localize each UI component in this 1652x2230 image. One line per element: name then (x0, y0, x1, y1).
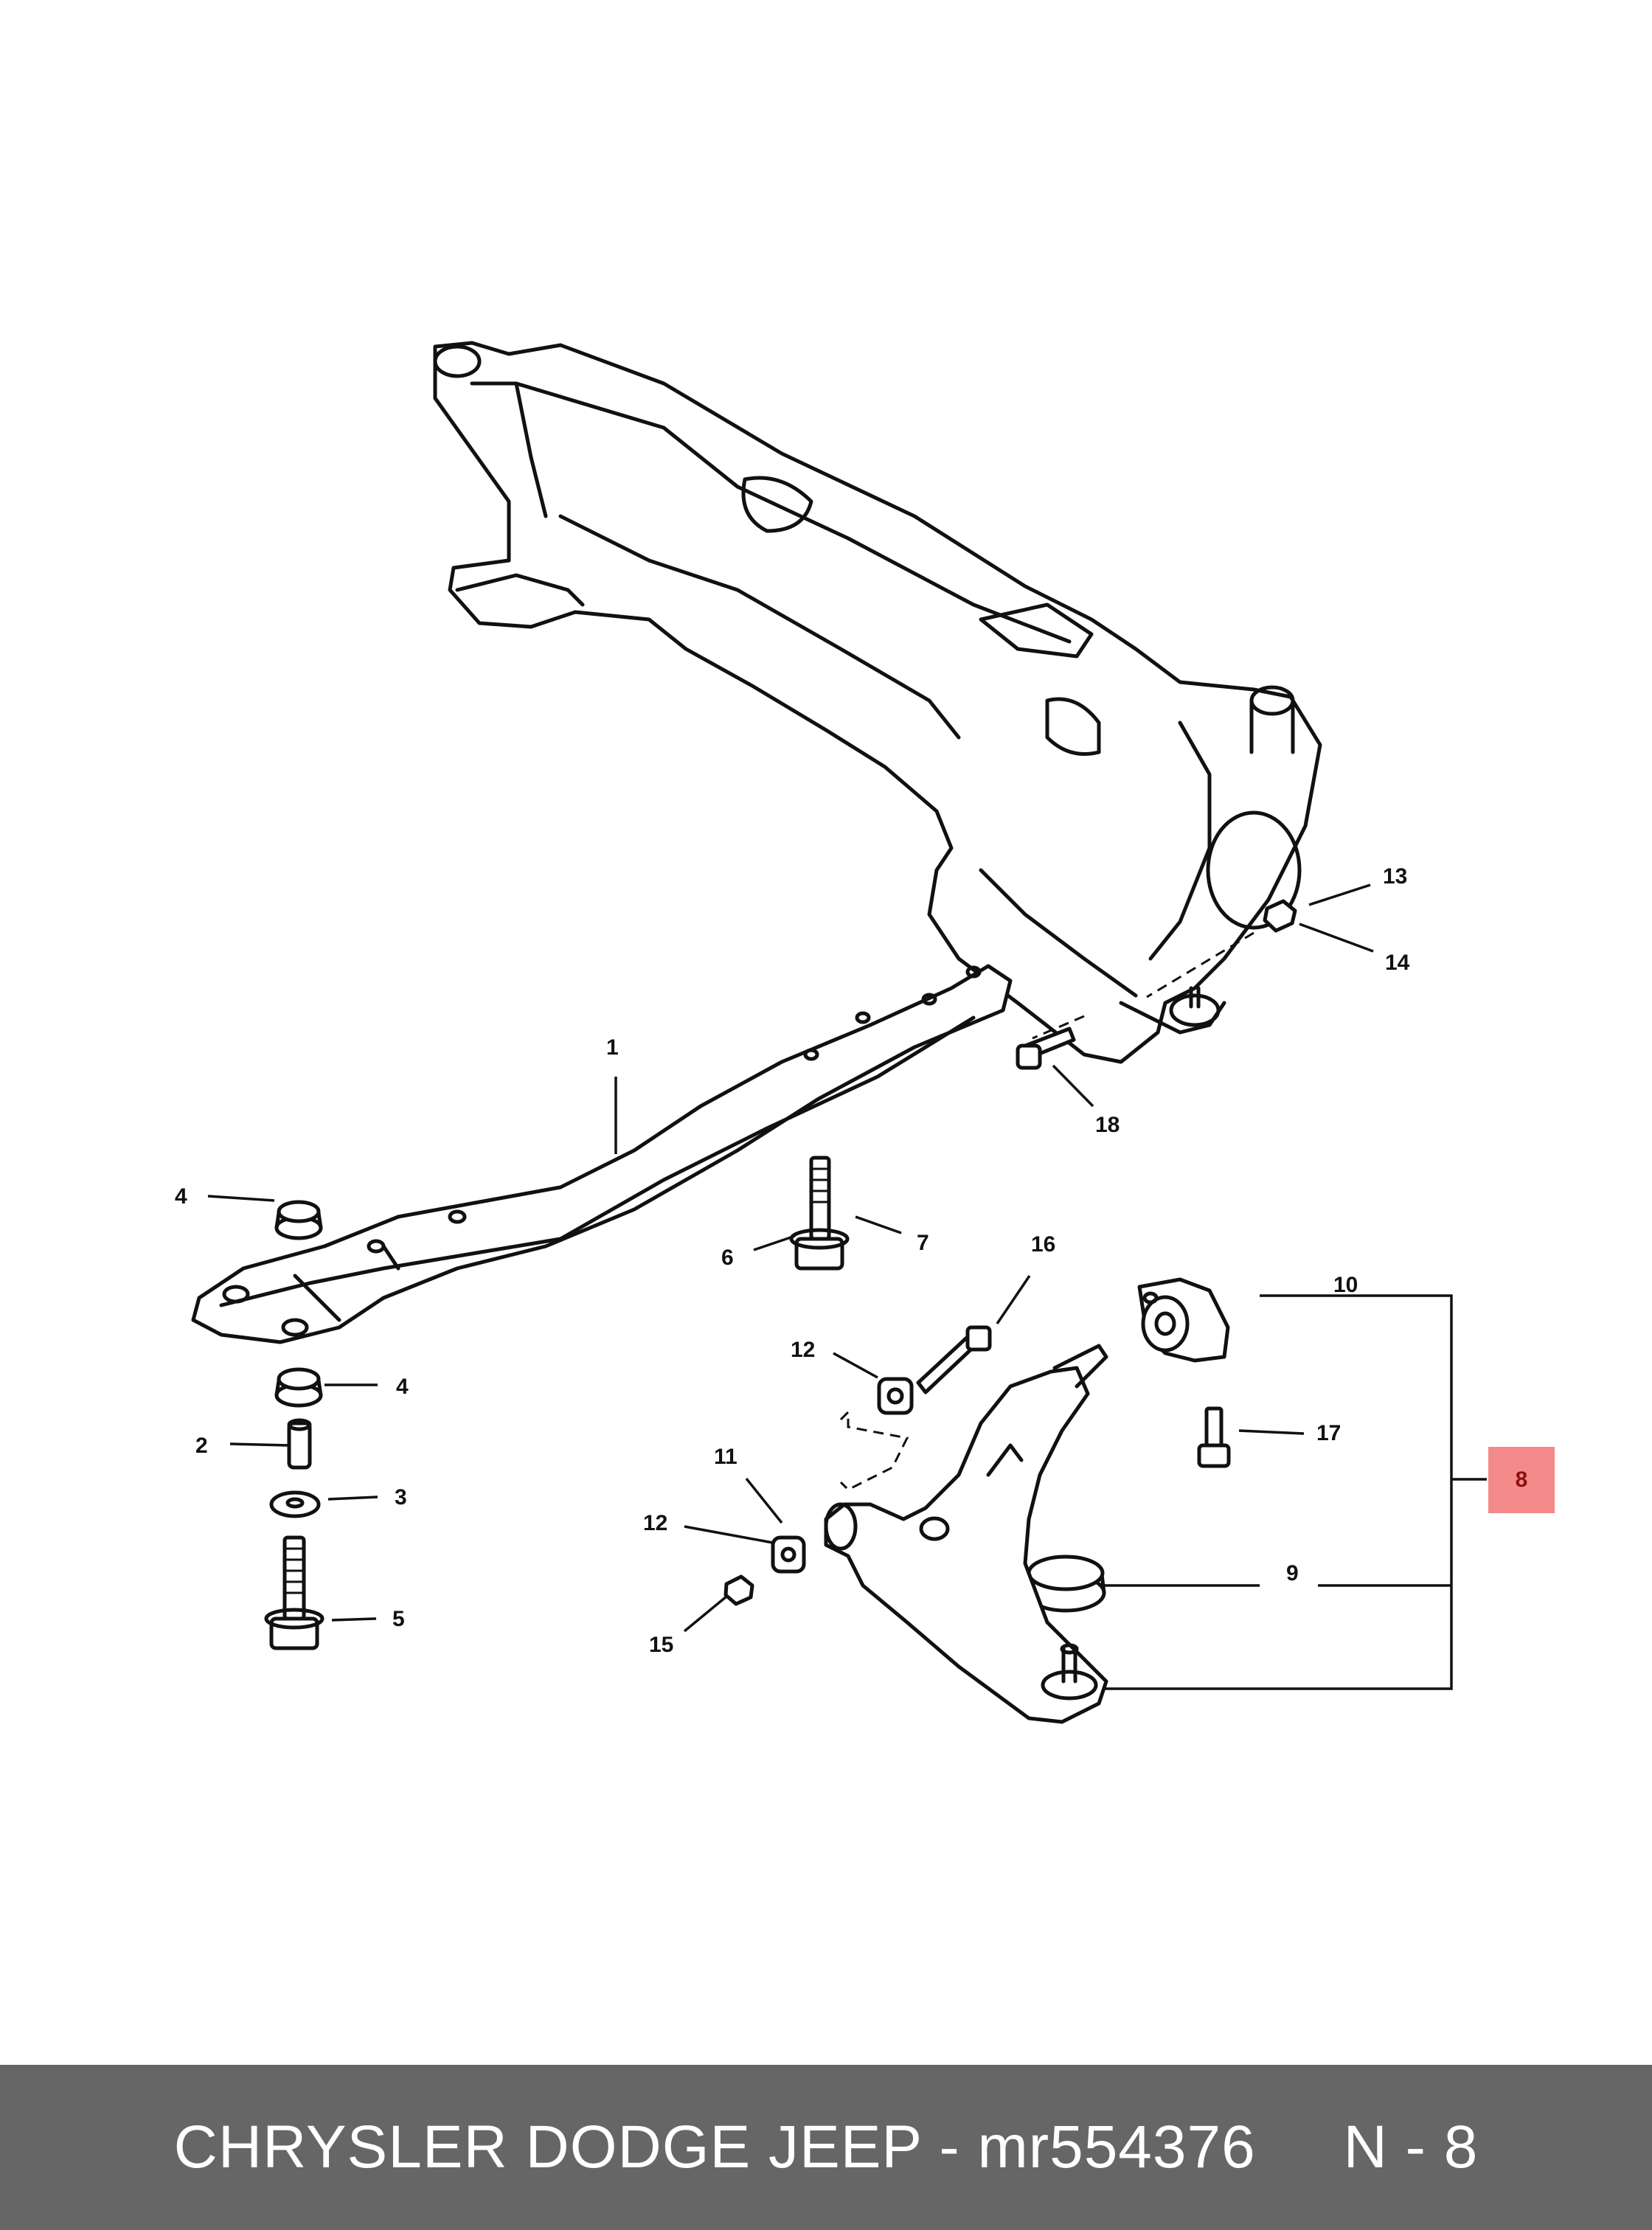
callout-12-lower: 12 (643, 1511, 667, 1535)
callout-12-upper: 12 (791, 1338, 815, 1362)
callout-15: 15 (649, 1633, 673, 1657)
callout-10: 10 (1333, 1273, 1358, 1297)
callout-6: 6 (721, 1246, 734, 1270)
washer-3 (269, 1490, 321, 1518)
bushing-10 (1137, 1277, 1230, 1363)
support-rail (191, 964, 1013, 1344)
bolt-5 (264, 1535, 324, 1650)
bolt-18 (1016, 1027, 1076, 1070)
callout-3: 3 (395, 1485, 407, 1510)
callout-11: 11 (714, 1445, 738, 1469)
nut-14 (1263, 899, 1297, 933)
callout-labels: 1 4 4 2 3 5 6 7 13 14 18 16 10 12 17 11 … (175, 864, 1410, 1657)
bolt-17 (1197, 1406, 1231, 1468)
sleeve-2 (287, 1418, 312, 1470)
bolt-16 (916, 1325, 992, 1394)
bushing-12-lower (771, 1535, 806, 1574)
callout-14: 14 (1385, 951, 1410, 975)
callout-1: 1 (606, 1035, 619, 1060)
callout-17: 17 (1316, 1421, 1341, 1445)
callout-9: 9 (1286, 1561, 1299, 1585)
bolt-6 (789, 1156, 850, 1271)
callout-4-upper: 4 (175, 1184, 187, 1209)
bushing-4-upper (274, 1200, 323, 1240)
parts-diagram: 1 4 4 2 3 5 6 7 13 14 18 16 10 12 17 11 … (175, 341, 1487, 1724)
callout-13: 13 (1383, 864, 1407, 889)
nut-15 (723, 1574, 754, 1606)
front-subframe (433, 341, 1322, 1064)
callout-4-lower: 4 (396, 1375, 409, 1399)
leader-lines (207, 883, 1487, 1690)
footer-bar: CHRYSLER DODGE JEEP - mr554376 N - 8 (0, 2065, 1652, 2230)
callout-16: 16 (1031, 1232, 1055, 1257)
bushing-12-upper (877, 1377, 914, 1415)
lower-control-arm (824, 1344, 1108, 1724)
callout-2: 2 (195, 1434, 208, 1458)
callout-7: 7 (917, 1231, 929, 1255)
footer-title: CHRYSLER DODGE JEEP - mr554376 N - 8 (173, 2113, 1479, 2181)
highlight-box-part-8 (1488, 1447, 1555, 1513)
callout-8: 8 (1515, 1467, 1528, 1492)
bushing-4-lower (274, 1367, 323, 1408)
callout-5: 5 (392, 1607, 405, 1631)
callout-18: 18 (1095, 1113, 1120, 1137)
